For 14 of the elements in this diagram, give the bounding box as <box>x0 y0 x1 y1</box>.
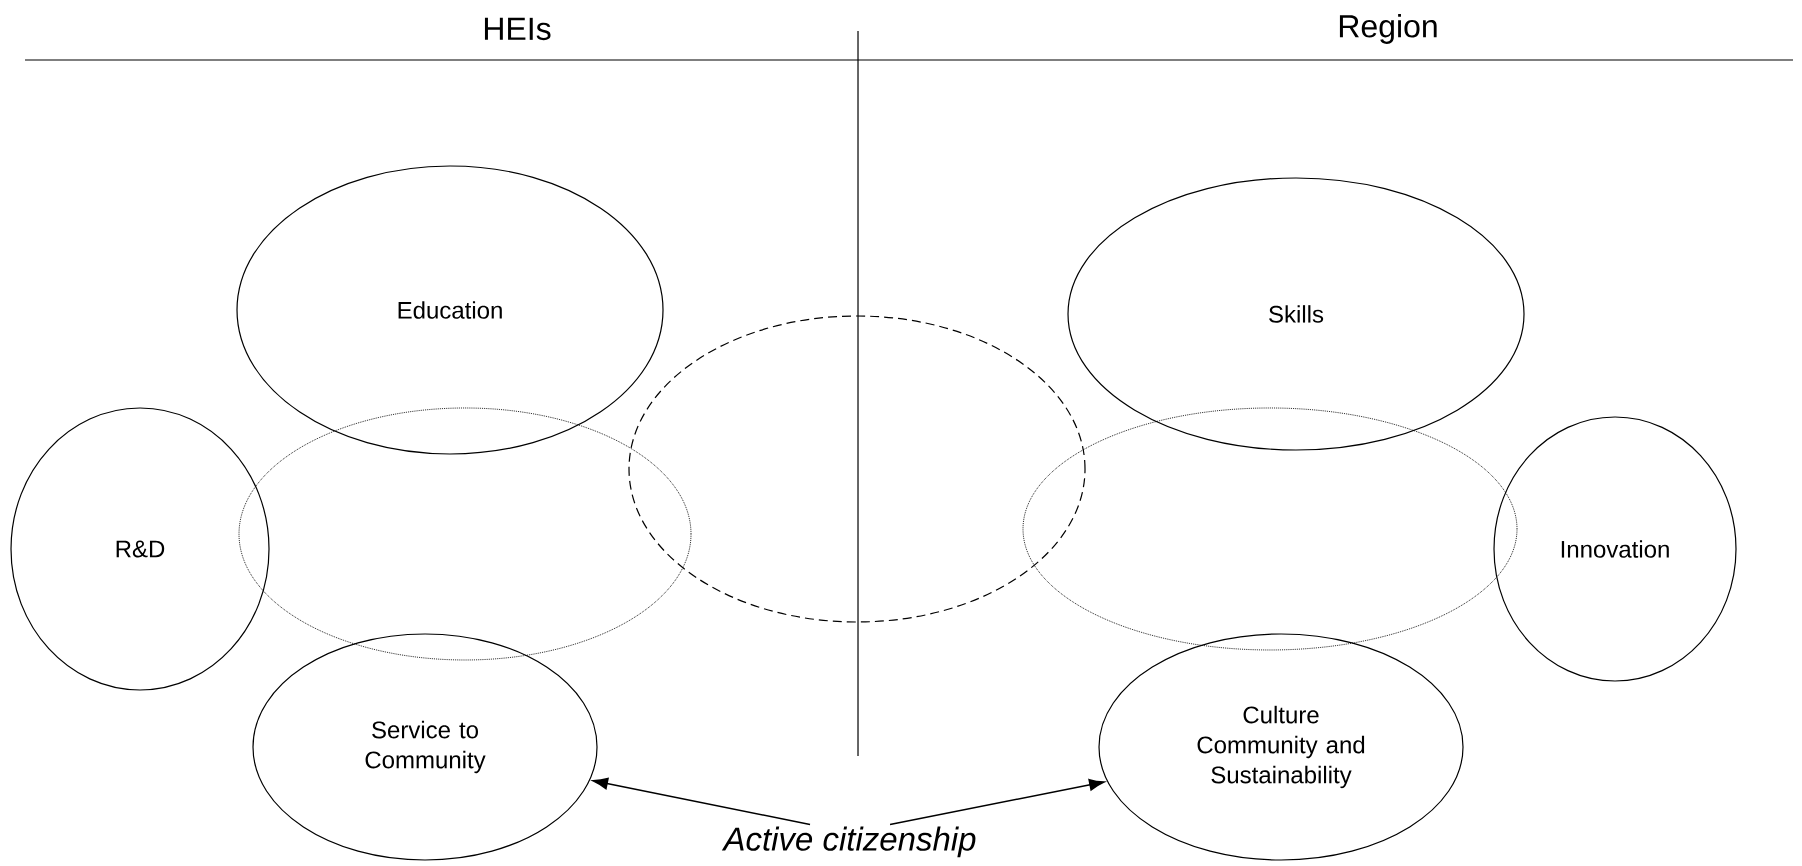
column-heading: HEIs <box>484 17 551 41</box>
ellipse-node: Service to Community <box>252 633 598 861</box>
ellipse-node: R&D <box>10 407 270 691</box>
ellipse-node: Education <box>236 165 664 455</box>
ellipse-node: Skills <box>1067 177 1525 451</box>
column-heading: Region <box>1339 14 1437 44</box>
arrow <box>889 778 1105 826</box>
caption-text: Active citizenship <box>721 826 976 858</box>
ellipse-node: Culture Community and Sustainability <box>1098 633 1464 861</box>
ellipse-node: Innovation <box>1493 416 1737 682</box>
ellipse <box>238 407 692 661</box>
ellipse <box>628 315 1086 623</box>
arrow <box>592 777 811 826</box>
ellipse <box>1022 407 1518 651</box>
